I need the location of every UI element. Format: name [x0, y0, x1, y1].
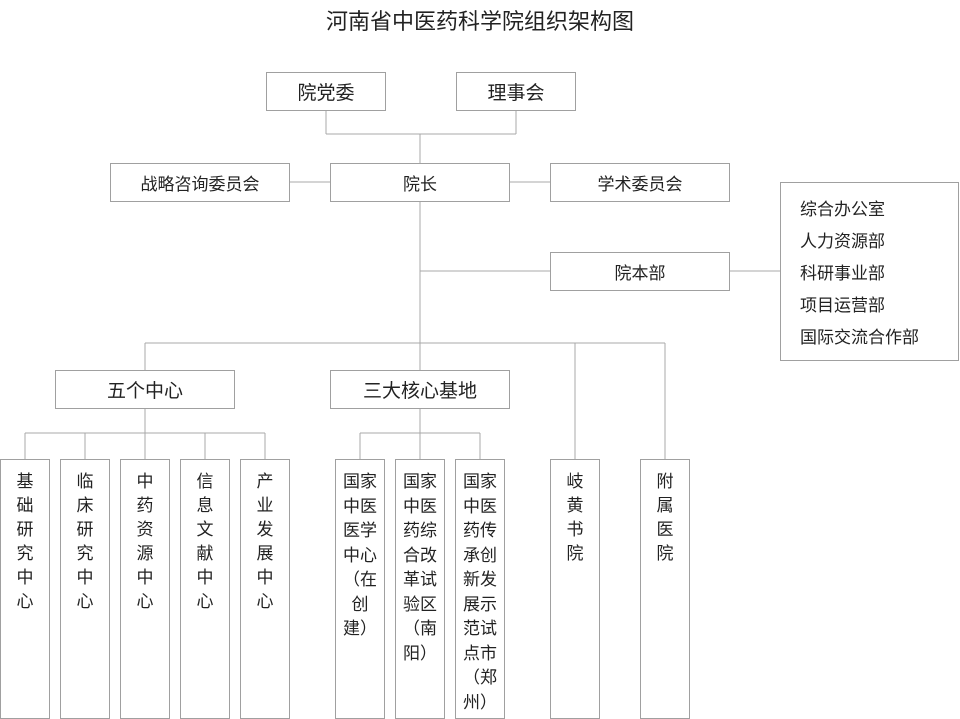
center-industry-development: 产业发展中心 [240, 459, 290, 719]
base-demonstration-city: 国家中医药传承创新发展示范试点市（郑州） [455, 459, 505, 719]
center-basic-research: 基础研究中心 [0, 459, 50, 719]
department-item: 综合办公室 [800, 200, 885, 220]
center-label: 临床研究中心 [76, 472, 94, 612]
node-three-bases: 三大核心基地 [330, 370, 510, 409]
department-item: 科研事业部 [800, 264, 885, 284]
center-herbal-resources: 中药资源中心 [120, 459, 170, 719]
headquarters-department-list: 综合办公室 人力资源部 科研事业部 项目运营部 国际交流合作部 [780, 182, 959, 361]
center-information-literature: 信息文献中心 [180, 459, 230, 719]
department-item: 人力资源部 [800, 232, 885, 252]
affiliate-qihuang-academy: 岐黄书院 [550, 459, 600, 719]
base-label: 国家中医医学中心（在创建） [343, 472, 377, 639]
base-reform-pilot-zone: 国家中医药综合改革试验区（南阳） [395, 459, 445, 719]
affiliate-label: 岐黄书院 [566, 472, 584, 564]
node-president: 院长 [330, 163, 510, 202]
center-label: 产业发展中心 [256, 472, 274, 612]
department-item: 项目运营部 [800, 296, 885, 316]
node-strategy-committee: 战略咨询委员会 [110, 163, 290, 202]
base-label: 国家中医药传承创新发展示范试点市（郑州） [463, 472, 497, 713]
node-party-committee: 院党委 [266, 72, 386, 111]
affiliate-hospital: 附属医院 [640, 459, 690, 719]
center-label: 中药资源中心 [136, 472, 154, 612]
node-five-centers: 五个中心 [55, 370, 235, 409]
diagram-title: 河南省中医药科学院组织架构图 [325, 10, 634, 35]
base-national-medical-center: 国家中医医学中心（在创建） [335, 459, 385, 719]
affiliate-label: 附属医院 [656, 472, 674, 564]
department-item: 国际交流合作部 [800, 328, 919, 348]
node-board: 理事会 [456, 72, 576, 111]
center-clinical-research: 临床研究中心 [60, 459, 110, 719]
base-label: 国家中医药综合改革试验区（南阳） [403, 472, 437, 664]
center-label: 基础研究中心 [16, 472, 34, 612]
center-label: 信息文献中心 [196, 472, 214, 612]
node-headquarters: 院本部 [550, 252, 730, 291]
node-academic-committee: 学术委员会 [550, 163, 730, 202]
